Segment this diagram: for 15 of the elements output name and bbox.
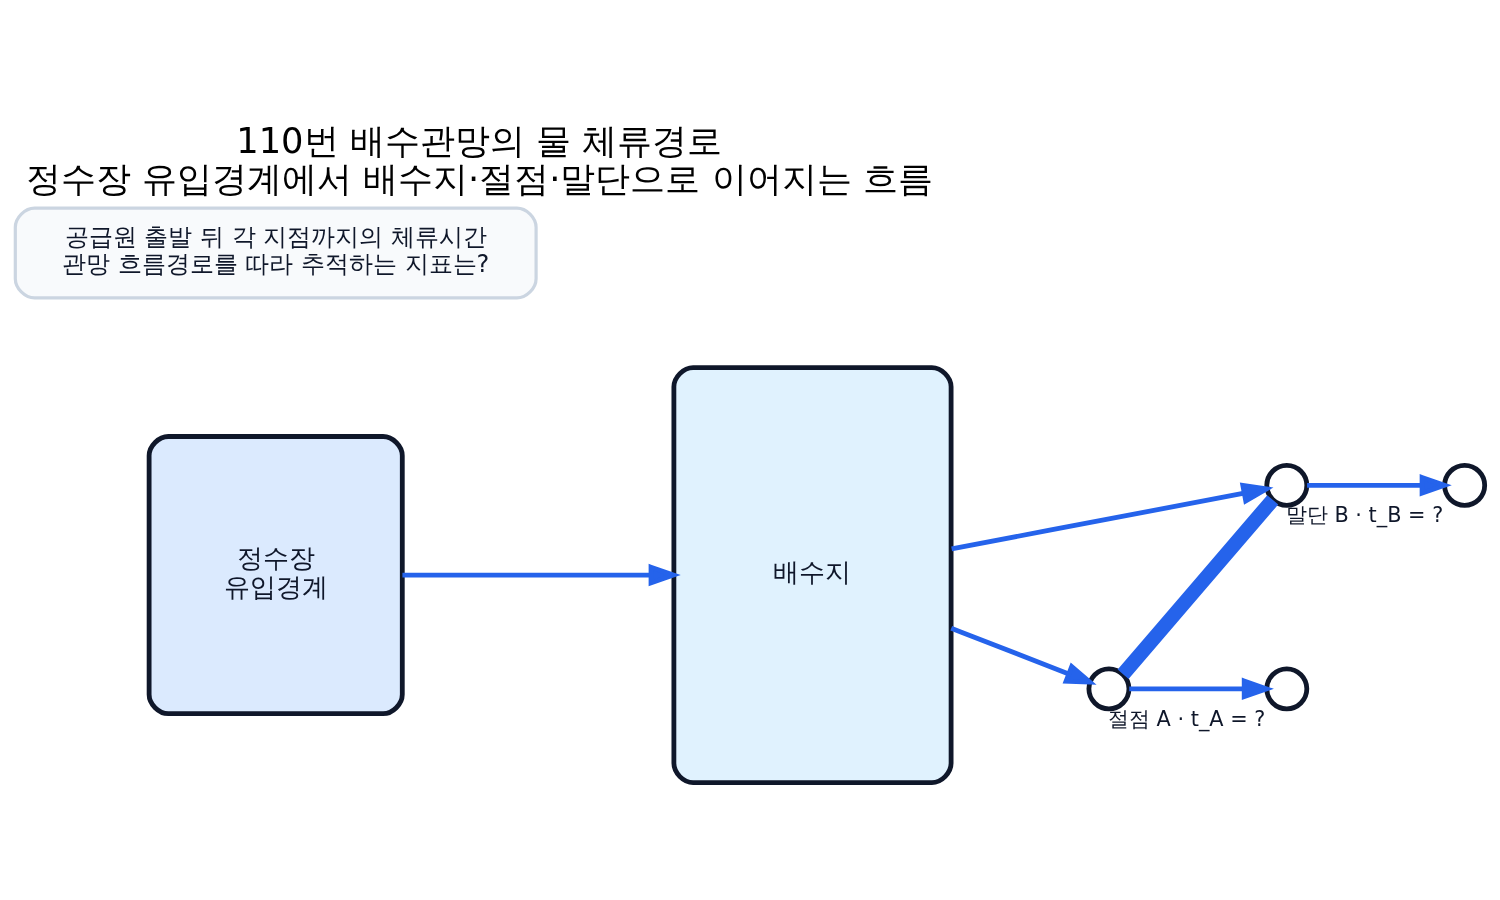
node-box: 정수장 유입경계 [146, 433, 405, 716]
node-circle [1442, 462, 1488, 508]
node-box: 공급원 출발 뒤 각 지점까지의 체류시간 관망 흐름경로를 따라 추적하는 지표는? [13, 206, 538, 299]
arrow [1307, 473, 1452, 497]
arrow [950, 625, 1097, 685]
connector [1117, 494, 1279, 679]
arrow [402, 563, 681, 586]
node-box: 배수지 [671, 364, 954, 785]
node-circle [1264, 665, 1310, 711]
node-label: 절점 A · t_A = ? [1107, 706, 1266, 731]
arrow [1129, 677, 1274, 700]
arrow [951, 482, 1274, 551]
node-circle [1086, 665, 1132, 711]
node-label: 말단 B · t_B = ? [1285, 502, 1444, 527]
node-circle [1264, 462, 1310, 508]
